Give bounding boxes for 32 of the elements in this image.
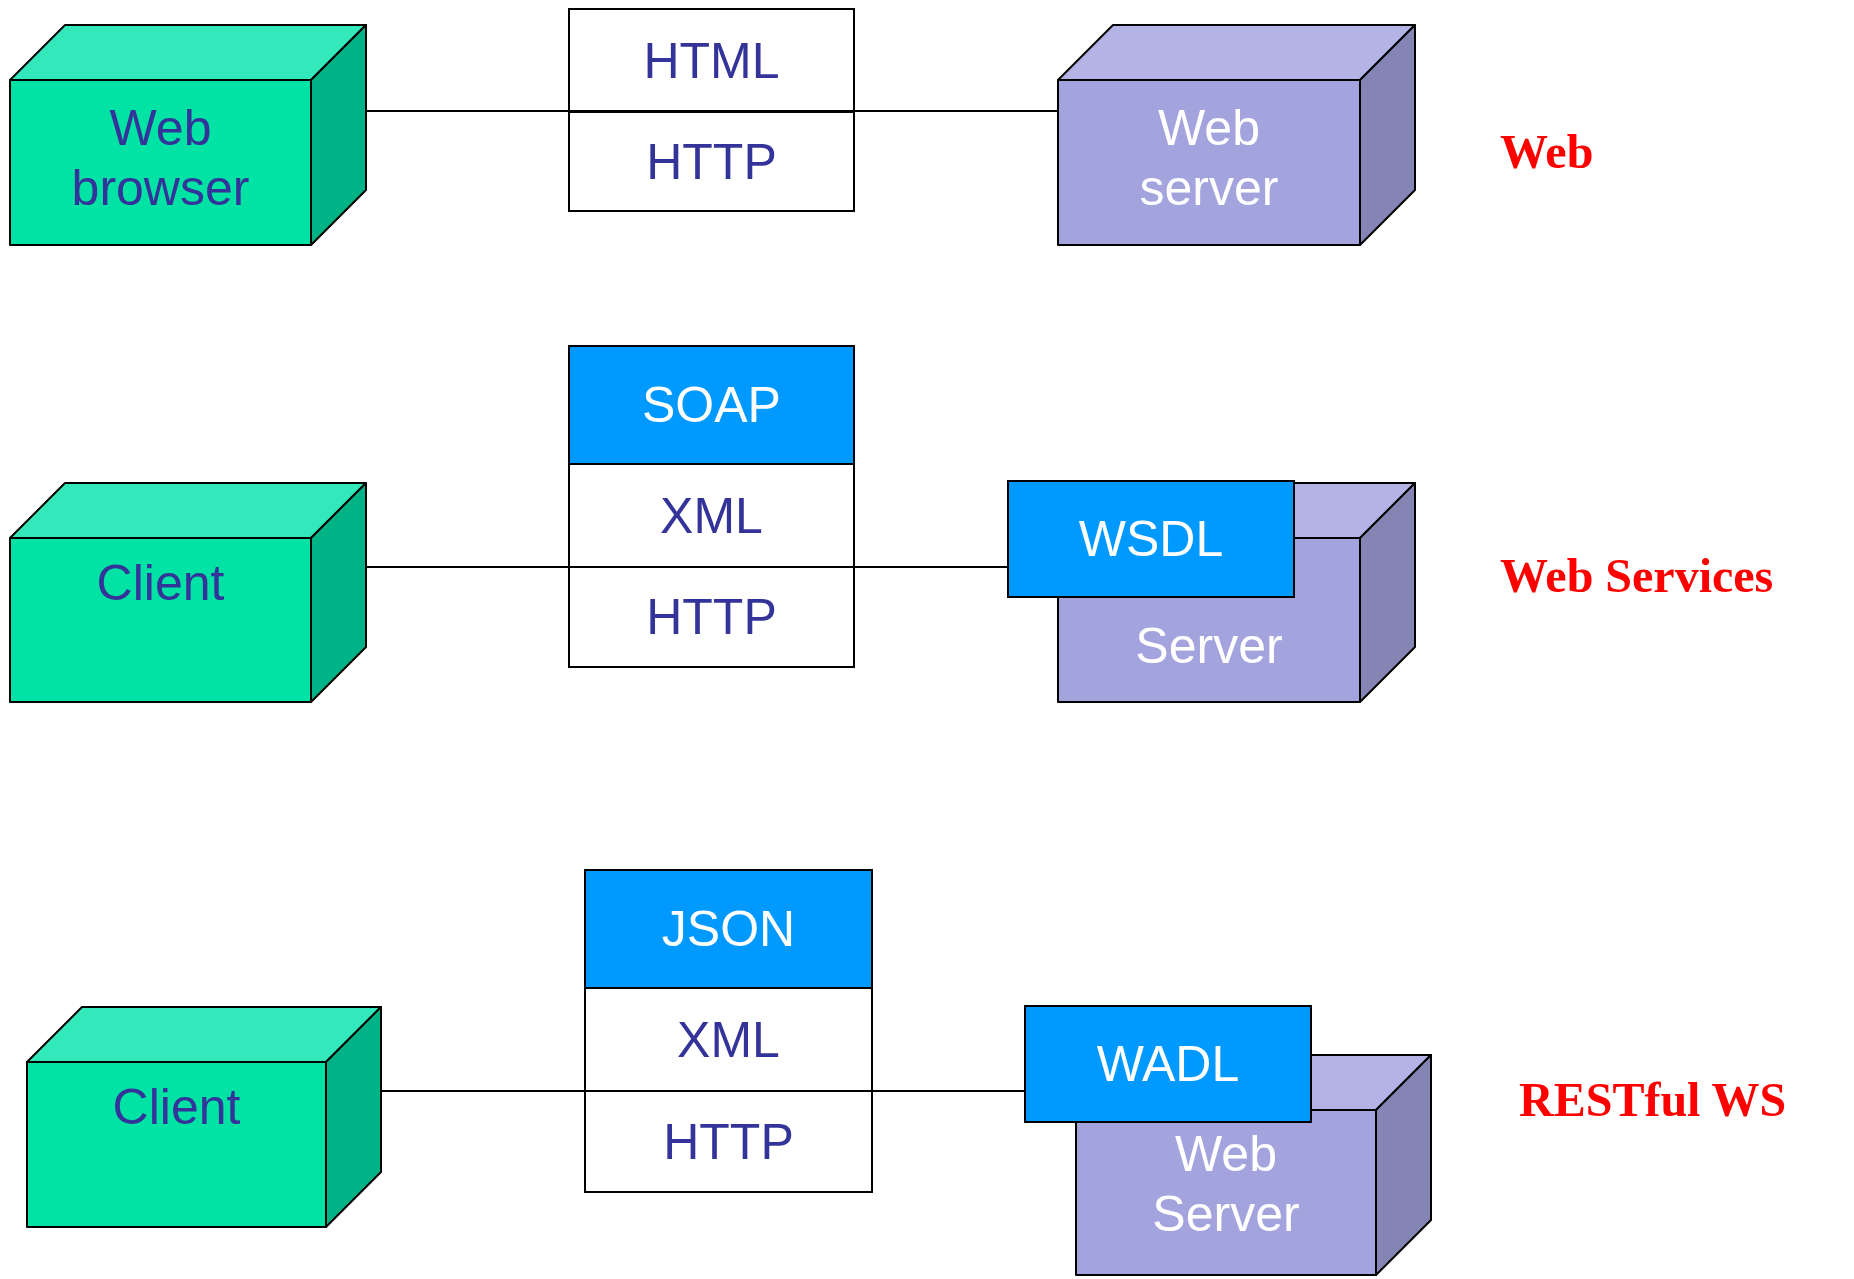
section-title: Web Services: [1500, 548, 1774, 603]
protocol-label: HTTP: [663, 1112, 794, 1171]
protocol-box: [568, 8, 855, 113]
protocol-label: XML: [660, 486, 763, 545]
protocol-label: HTTP: [646, 588, 777, 646]
protocol-box: [568, 111, 855, 212]
protocol-box: [1007, 480, 1295, 598]
protocol-label: JSON: [661, 900, 796, 958]
section-title: RESTful WS: [1519, 1072, 1787, 1127]
connector-line: [380, 1090, 1025, 1092]
protocol-label: HTTP: [646, 132, 777, 191]
connector-line: [365, 566, 1008, 568]
protocol-box: [584, 1090, 873, 1193]
protocol-box: [1024, 1005, 1312, 1123]
connector-line: [365, 110, 1059, 112]
node-label: Web server: [1138, 99, 1280, 218]
protocol-label: XML: [677, 1010, 780, 1069]
node-label: Server: [1134, 617, 1284, 676]
node-label: Client: [111, 1078, 242, 1137]
protocol-box: [584, 987, 873, 1092]
protocol-label: WSDL: [1078, 510, 1224, 568]
node-label: Web browser: [70, 99, 251, 218]
protocol-label: WADL: [1096, 1035, 1240, 1093]
protocol-box: [568, 566, 855, 668]
node-label: Client: [95, 554, 226, 613]
node-label: Web Server: [1151, 1125, 1301, 1244]
protocol-label: HTML: [643, 31, 780, 90]
protocol-label: SOAP: [642, 376, 781, 434]
protocol-box: [568, 463, 855, 568]
section-title: Web: [1500, 124, 1594, 179]
protocol-box: [584, 869, 873, 989]
protocol-box: [568, 345, 855, 465]
